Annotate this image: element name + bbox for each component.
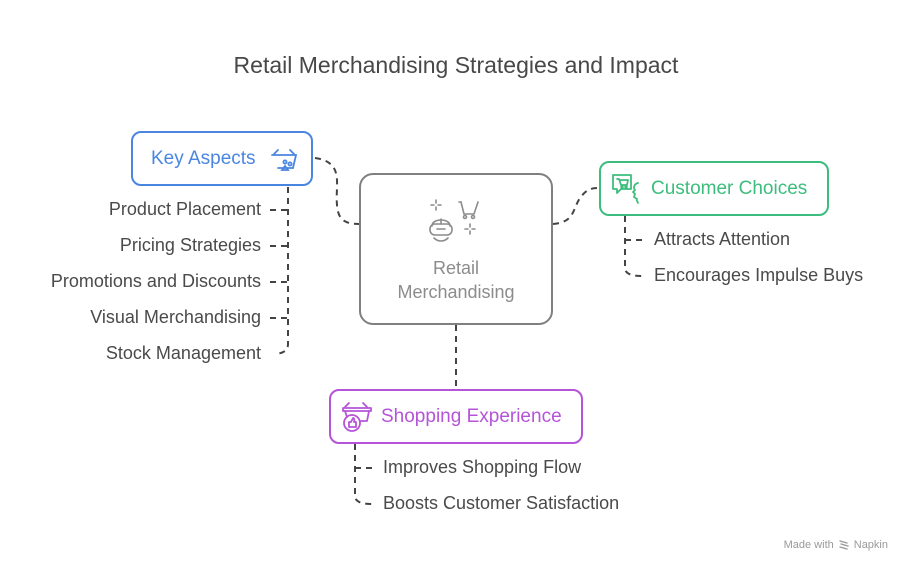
key-aspect-item: Pricing Strategies — [119, 235, 261, 255]
center-node[interactable]: Retail Merchandising — [359, 173, 553, 325]
connector-key-to-center — [314, 157, 360, 225]
connector-center-to-customer — [552, 187, 600, 225]
connector-key-items — [275, 187, 289, 355]
customer-choice-item: Encourages Impulse Buys — [654, 265, 864, 285]
made-with-credit[interactable]: Made with Napkin — [784, 539, 888, 551]
shopping-experience-node[interactable]: Shopping Experience — [329, 389, 583, 444]
key-aspect-item: Product Placement — [108, 199, 261, 219]
customer-choices-node[interactable]: Customer Choices — [599, 161, 829, 216]
shopping-experience-label: Shopping Experience — [381, 406, 562, 427]
connector-shopping-items — [354, 444, 373, 505]
credit-brand: Napkin — [853, 539, 888, 551]
napkin-logo-icon — [839, 540, 849, 550]
key-aspect-item: Promotions and Discounts — [50, 271, 261, 291]
customer-choice-item: Attracts Attention — [654, 229, 791, 249]
credit-prefix: Made with — [783, 539, 834, 551]
diagram-title: Retail Merchandising Strategies and Impa… — [233, 52, 679, 78]
key-aspects-node[interactable]: Key Aspects — [131, 131, 313, 186]
center-label-line1: Retail — [432, 258, 480, 278]
customer-choices-label: Customer Choices — [651, 178, 808, 199]
key-aspects-label: Key Aspects — [151, 148, 256, 169]
center-label-line2: Merchandising — [397, 282, 515, 302]
basket-thumbs-up-icon — [342, 402, 372, 432]
key-aspect-item: Stock Management — [105, 343, 261, 363]
cart-speech-face-icon — [612, 174, 639, 204]
key-aspect-item: Visual Merchandising — [90, 307, 261, 327]
basket-people-icon — [271, 149, 298, 171]
shopping-experience-item: Improves Shopping Flow — [383, 457, 582, 477]
shopping-experience-item: Boosts Customer Satisfaction — [383, 493, 620, 513]
vr-headset-cart-icon — [429, 199, 479, 242]
connector-customer-items — [624, 216, 643, 277]
